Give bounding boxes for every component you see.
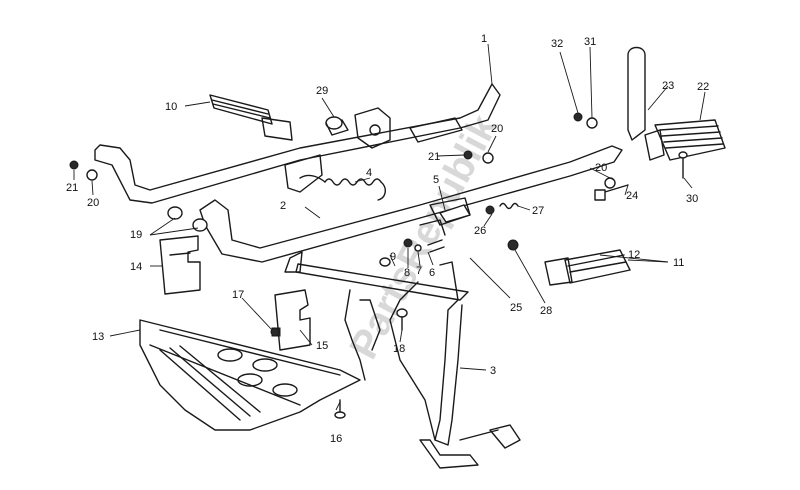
callout-17: 17 <box>232 289 244 301</box>
callout-26: 26 <box>474 225 486 237</box>
callout-21a: 21 <box>66 182 78 194</box>
small-hardware-cluster <box>379 202 519 267</box>
bracket-14 <box>159 235 201 295</box>
stand-pivot-pin <box>396 308 408 331</box>
callout-3: 3 <box>490 365 496 377</box>
callout-19: 19 <box>130 229 142 241</box>
skid-plate <box>139 319 361 431</box>
callout-6: 6 <box>429 267 435 279</box>
pin-30 <box>678 151 688 179</box>
callout-28: 28 <box>540 305 552 317</box>
callout-7: 7 <box>416 265 422 277</box>
callout-1: 1 <box>481 33 487 45</box>
callout-18: 18 <box>393 343 405 355</box>
callout-11: 11 <box>673 257 684 269</box>
callout-21b: 21 <box>428 151 440 163</box>
bolt-24 <box>594 184 629 201</box>
centre-stand <box>295 261 521 469</box>
right-footrest <box>544 249 631 286</box>
callout-labels: 1 2 3 4 5 6 7 8 9 10 11 12 13 14 15 16 1… <box>66 33 709 445</box>
callout-27: 27 <box>532 205 544 217</box>
callout-29: 29 <box>316 85 328 97</box>
passenger-footrest <box>627 46 726 161</box>
washers-left <box>69 160 98 181</box>
spacer-29 <box>325 116 349 136</box>
callout-30: 30 <box>686 193 698 205</box>
callout-5: 5 <box>433 174 439 186</box>
bracket-15 <box>271 289 311 351</box>
nut-17 <box>270 327 280 337</box>
callout-24: 24 <box>626 190 638 202</box>
callout-20c: 20 <box>595 162 607 174</box>
callout-32: 32 <box>551 38 563 50</box>
callout-9: 9 <box>390 251 396 263</box>
callout-8: 8 <box>404 267 410 279</box>
callout-22: 22 <box>697 81 709 93</box>
callout-10: 10 <box>165 101 177 113</box>
callout-14: 14 <box>130 261 142 273</box>
callout-2: 2 <box>280 200 286 212</box>
callout-16: 16 <box>330 433 342 445</box>
callout-20a: 20 <box>87 197 99 209</box>
leader-lines <box>73 43 706 411</box>
left-footrest <box>209 94 293 141</box>
callout-15: 15 <box>316 340 328 352</box>
stand-spring <box>299 174 386 201</box>
callout-13: 13 <box>92 331 104 343</box>
callout-31: 31 <box>584 36 596 48</box>
callout-25: 25 <box>510 302 522 314</box>
callout-4: 4 <box>366 167 372 179</box>
callout-20b: 20 <box>491 123 503 135</box>
washers-right <box>463 112 616 189</box>
callout-23: 23 <box>662 80 674 92</box>
callout-12: 12 <box>628 249 640 261</box>
